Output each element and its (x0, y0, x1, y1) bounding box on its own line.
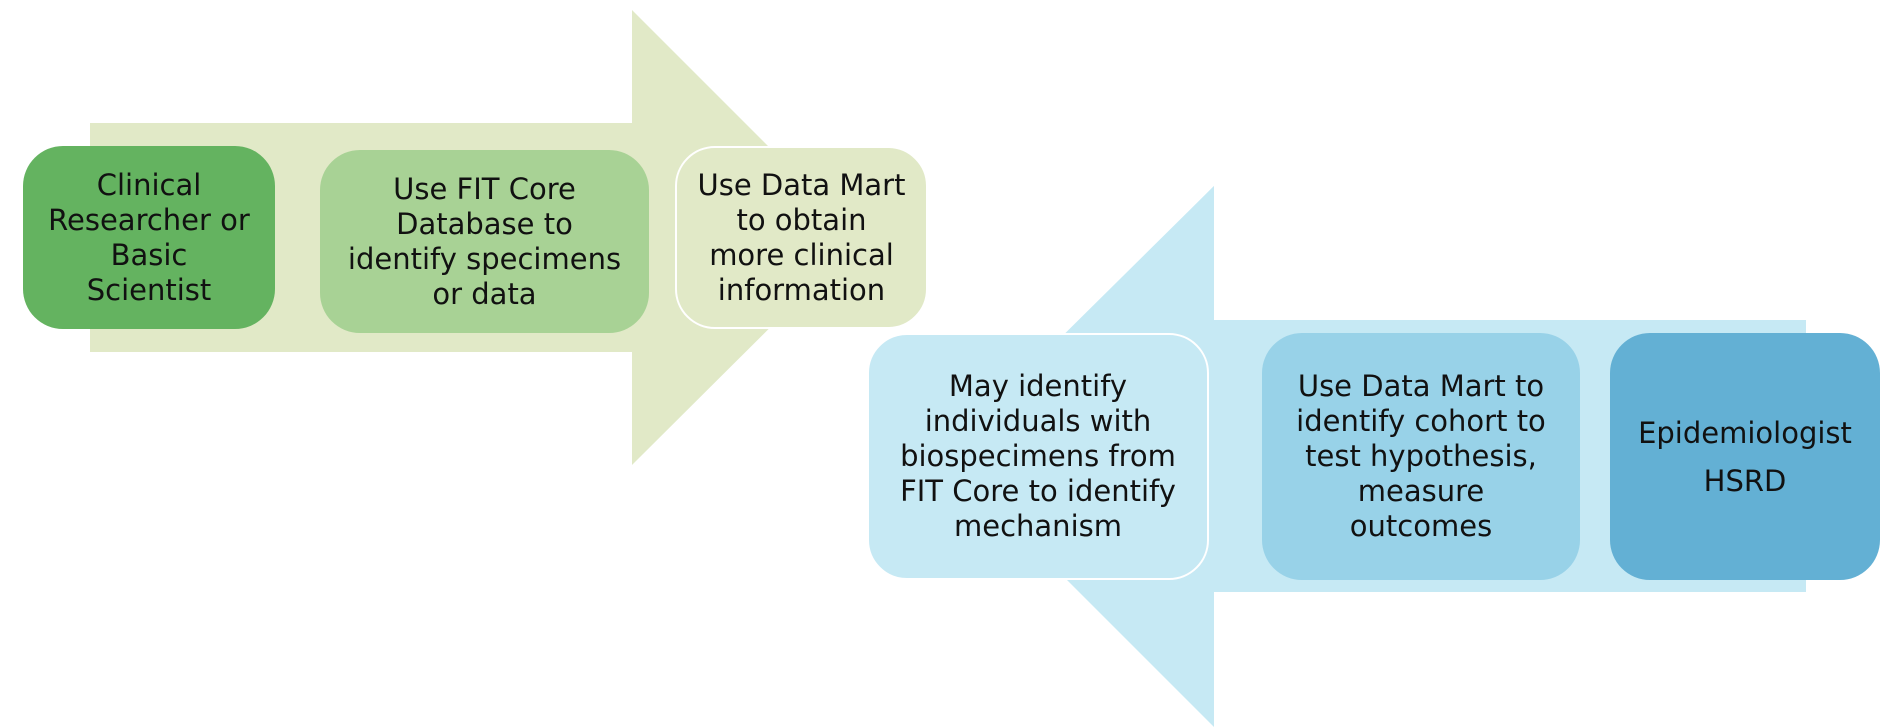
text-line: Researcher or (48, 202, 250, 237)
text-line: measure (1357, 474, 1485, 508)
text-line: Scientist (86, 272, 212, 307)
step-data-mart-clinical-info: Use Data Mart to obtain more clinical in… (675, 146, 928, 329)
text-line: Clinical (96, 167, 202, 202)
text-line: to obtain (736, 202, 867, 237)
step-identify-individuals: May identify individuals with biospecime… (867, 333, 1209, 580)
text-line: Use FIT Core (393, 171, 576, 206)
text-line: identify cohort to (1296, 404, 1546, 438)
text-line: identify specimens (347, 241, 622, 276)
step-fit-core-database: Use FIT Core Database to identify specim… (320, 150, 649, 333)
step-clinical-researcher: Clinical Researcher or Basic Scientist (23, 146, 275, 329)
text-line: mechanism (954, 509, 1122, 543)
text-line: Use Data Mart (697, 167, 906, 202)
step-epidemiologist-hsrd: Epidemiologist HSRD (1610, 333, 1880, 580)
text-line: test hypothesis, (1305, 439, 1537, 473)
text-line: or data (432, 276, 537, 311)
text-line: biospecimens from (900, 439, 1176, 473)
text-line: May identify (948, 369, 1128, 403)
text-line: Epidemiologist (1638, 415, 1852, 450)
step-data-mart-cohort-text: Use Data Mart to identify cohort to test… (1296, 369, 1546, 544)
text-line: Basic (110, 237, 188, 272)
step-epidemiologist-hsrd-text: Epidemiologist HSRD (1638, 409, 1852, 505)
text-line: outcomes (1349, 509, 1493, 543)
text-line: FIT Core to identify (900, 474, 1176, 508)
step-identify-individuals-text: May identify individuals with biospecime… (900, 369, 1176, 544)
step-data-mart-clinical-info-text: Use Data Mart to obtain more clinical in… (698, 168, 906, 308)
text-line: Use Data Mart to (1297, 369, 1545, 403)
text-line: Database to (396, 206, 573, 241)
step-data-mart-cohort: Use Data Mart to identify cohort to test… (1262, 333, 1580, 580)
text-line: information (717, 272, 886, 307)
step-fit-core-database-text: Use FIT Core Database to identify specim… (348, 172, 621, 312)
text-line: HSRD (1703, 463, 1787, 498)
text-line: individuals with (924, 404, 1152, 438)
text-line: more clinical (709, 237, 894, 272)
step-clinical-researcher-text: Clinical Researcher or Basic Scientist (48, 168, 250, 308)
